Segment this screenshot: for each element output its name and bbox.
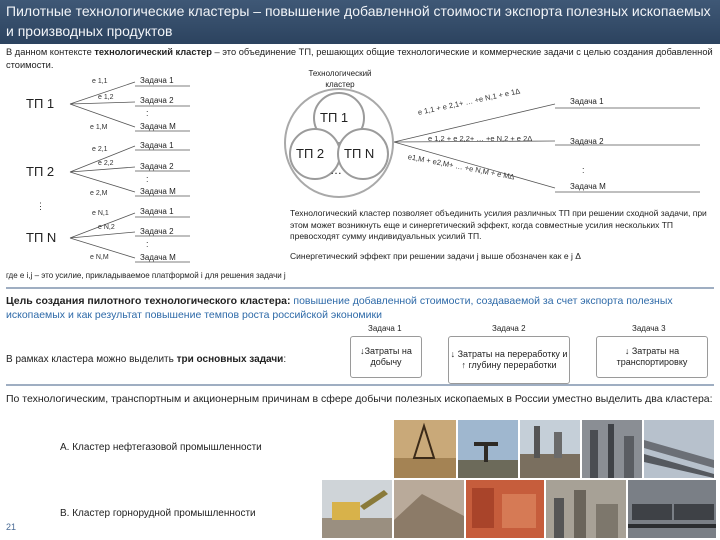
tasks-intro-before: В рамках кластера можно выделить — [6, 354, 177, 365]
goal-bold: Цель создания пилотного технологического… — [6, 295, 291, 307]
task-label: Задача M — [140, 122, 176, 131]
effort-label: e N,2 — [98, 224, 115, 231]
reasons-paragraph: По технологическим, транспортным и акцио… — [6, 393, 713, 405]
intro-before: В данном контексте — [6, 47, 95, 57]
intro-after: – это объединение ТП, решающих общие тех… — [6, 47, 713, 70]
slide-title: Пилотные технологические кластеры – повы… — [6, 3, 711, 39]
goal-paragraph: Цель создания пилотного технологического… — [6, 294, 718, 322]
oil-gas-photos — [394, 420, 714, 478]
cluster-b-title: В. Кластер горнорудной промышленности — [60, 508, 256, 519]
intro-paragraph: В данном контексте технологический класт… — [6, 46, 718, 72]
right-task-ellipsis: : — [582, 165, 585, 175]
cluster-a-title: А. Кластер нефтегазовой промышленности — [60, 442, 262, 453]
tpn-label: ТП N — [26, 230, 57, 245]
right-task-label: Задача 1 — [570, 97, 604, 106]
mining-photos — [322, 480, 716, 538]
task-ellipsis: : — [146, 108, 149, 118]
effort-label: e 1,2 — [98, 94, 114, 101]
effort-label: e 1,M — [90, 124, 108, 131]
task-ellipsis: : — [146, 174, 149, 184]
task-1-head: Задача 1 — [368, 324, 402, 333]
intro-bold: технологический кластер — [94, 47, 212, 57]
goal-text: повышение добавленной стоимости, создава… — [6, 295, 673, 321]
synergy-paragraph: Технологический кластер позволяет объеди… — [290, 208, 707, 241]
task-label: Задача 1 — [140, 207, 174, 216]
cluster-tpn-circle — [337, 128, 389, 180]
right-task-label: Задача 2 — [570, 137, 604, 146]
tasks-intro-after: : — [283, 354, 287, 365]
cluster-tpn-label: ТП N — [344, 146, 375, 161]
cluster-tp2-label: ТП 2 — [296, 146, 325, 161]
task-label: Задача 2 — [140, 96, 174, 105]
task-1-box: ↓Затраты на добычу — [350, 336, 422, 378]
task-ellipsis: : — [146, 239, 149, 249]
tp2-label: ТП 2 — [26, 164, 55, 179]
task-3-box: ↓ Затраты на транспортировку — [596, 336, 708, 378]
task-label: Задача 2 — [140, 162, 174, 171]
task-label: Задача 1 — [140, 76, 174, 85]
effort-label: e 2,1 — [92, 146, 108, 153]
sum-formula-2: e 1,2 + e 2,2+ … +e N,2 + e 2Δ — [428, 134, 533, 143]
effort-label: e 2,2 — [98, 160, 114, 167]
task-3-head: Задача 3 — [632, 324, 666, 333]
task-2-head: Задача 2 — [492, 324, 526, 333]
tasks-intro: В рамках кластера можно выделить три осн… — [6, 354, 286, 365]
effort-label: e 1,1 — [92, 78, 108, 85]
cluster-title: Технологический кластер — [308, 69, 372, 89]
effort-label: e N,1 — [92, 210, 109, 217]
effort-label: e N,M — [90, 254, 109, 261]
tp1-label: ТП 1 — [26, 96, 55, 111]
task-2-box: ↓ Затраты на переработку и ↑ глубину пер… — [448, 336, 570, 384]
page-number: 21 — [6, 522, 17, 532]
footnote: где e i,j – это усилие, прикладываемое п… — [6, 271, 286, 280]
task-label: Задача 2 — [140, 227, 174, 236]
slide-header — [0, 0, 720, 44]
task-label: Задача M — [140, 187, 176, 196]
synergy-note: Синергетический эффект при решении задач… — [290, 251, 581, 261]
tasks-intro-bold: три основных задачи — [176, 354, 284, 365]
effort-label: e 2,M — [90, 190, 108, 197]
task-label: Задача M — [140, 253, 176, 262]
cluster-tp1-label: ТП 1 — [320, 110, 349, 125]
right-task-label: Задача M — [570, 182, 606, 191]
task-label: Задача 1 — [140, 141, 174, 150]
tp-ellipsis: ⋮ — [36, 201, 45, 211]
cluster-ellipsis: … — [330, 163, 342, 177]
